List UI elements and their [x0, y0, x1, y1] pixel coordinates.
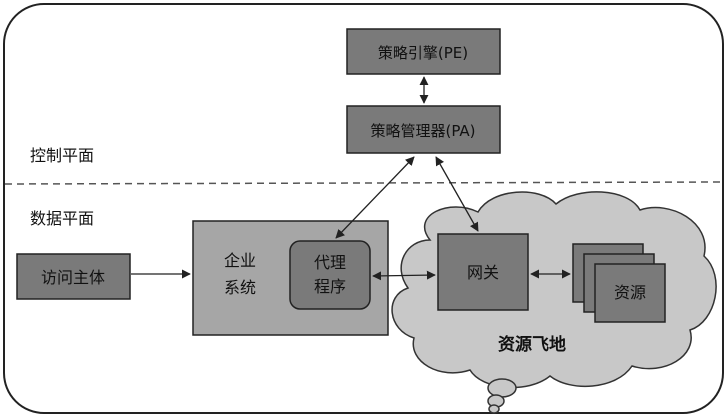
cloud-tail-bubble-large	[487, 378, 517, 398]
policy-engine-label: 策略引擎(PE)	[378, 44, 468, 62]
policy-administrator-box: 策略管理器(PA)	[346, 105, 501, 154]
policy-engine-box: 策略引擎(PE)	[346, 28, 501, 75]
access-subject-box: 访问主体	[16, 253, 131, 300]
enclave-label: 资源飞地	[498, 334, 566, 355]
enterprise-system-label-line2: 系统	[224, 278, 256, 297]
resource-label: 资源	[614, 283, 646, 302]
agent-program-label-line2: 程序	[314, 277, 346, 296]
access-subject-label: 访问主体	[41, 268, 105, 287]
gateway-box: 网关	[437, 233, 529, 311]
agent-program-box: 代理 程序	[289, 240, 371, 310]
data-plane-label: 数据平面	[30, 209, 94, 228]
agent-program-label-line1: 代理	[314, 253, 346, 272]
gateway-label: 网关	[467, 263, 499, 282]
resource-card-front	[594, 263, 666, 323]
pa-agent-connector	[335, 156, 415, 239]
pa-gateway-connector	[435, 156, 479, 232]
control-plane-label: 控制平面	[30, 146, 94, 165]
policy-administrator-label: 策略管理器(PA)	[370, 122, 475, 140]
resource-stack: 资源	[572, 243, 666, 323]
agent-gateway-connector	[372, 270, 436, 281]
enterprise-system-label-line1: 企业	[224, 251, 256, 270]
cloud-tail-bubble-small	[488, 404, 500, 414]
